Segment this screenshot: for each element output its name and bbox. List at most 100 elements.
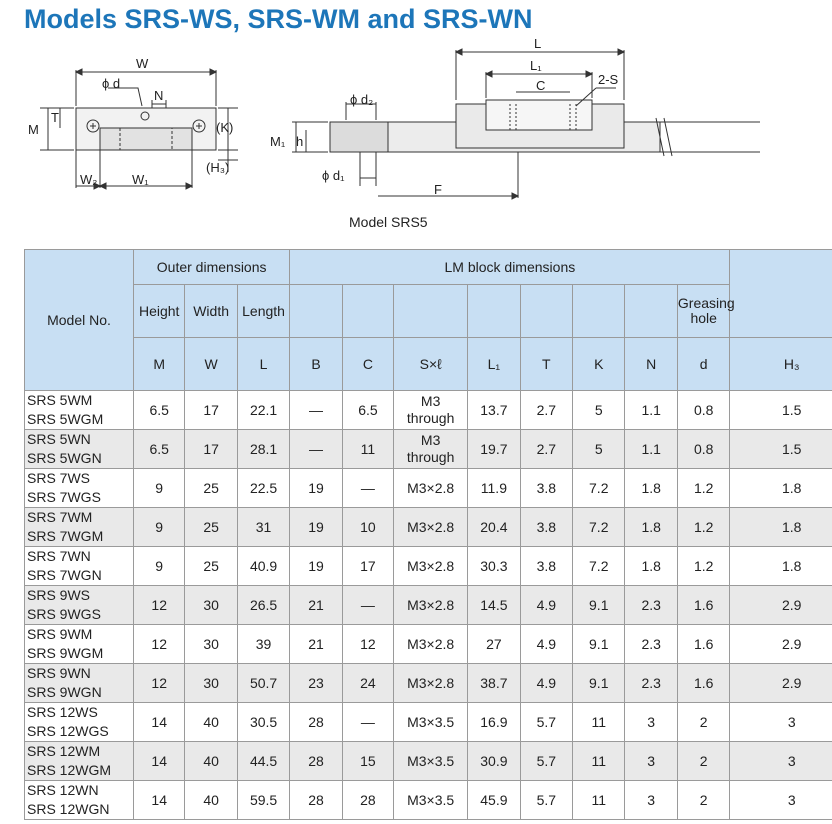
value-cell: 21	[289, 585, 343, 625]
header-blank	[572, 284, 626, 338]
label-phi-d1: ϕ d₁	[322, 168, 345, 183]
value-cell: 50.7	[236, 663, 291, 703]
sym-M: M	[132, 337, 186, 391]
model-name-alt: SRS 12WGM	[27, 762, 112, 778]
value-cell: 1.2	[676, 546, 731, 586]
value-cell: 3	[729, 702, 832, 742]
value-cell: 44.5	[236, 741, 291, 781]
value-cell: 2.7	[519, 429, 574, 469]
label-T: T	[51, 110, 59, 125]
header-outer-dimensions: Outer dimensions	[132, 249, 291, 285]
diagram-caption: Model SRS5	[349, 214, 428, 230]
header-blank	[519, 284, 574, 338]
model-name-alt: SRS 9WGS	[27, 606, 101, 622]
value-cell: 30	[184, 585, 238, 625]
value-cell: 30.5	[236, 702, 291, 742]
value-cell: 1.8	[729, 507, 832, 547]
model-name: SRS 5WN	[27, 431, 91, 447]
value-cell: M3×2.8	[393, 663, 469, 703]
value-cell: 19	[289, 546, 343, 586]
model-name: SRS 9WN	[27, 665, 91, 681]
value-cell: 25	[184, 507, 238, 547]
sym-C: C	[341, 337, 395, 391]
header-blank	[393, 284, 469, 338]
value-cell: —	[289, 390, 343, 430]
value-cell: 30	[184, 663, 238, 703]
sym-d: d	[676, 337, 731, 391]
header-blank	[467, 284, 521, 338]
value-cell: 3	[624, 741, 678, 781]
value-cell: 1.2	[676, 507, 731, 547]
value-cell: 0.8	[676, 429, 731, 469]
value-cell: 2.3	[624, 624, 678, 664]
model-cell: SRS 12WN SRS 12WGN	[24, 780, 134, 820]
value-cell: 27	[467, 624, 521, 664]
value-cell: 38.7	[467, 663, 521, 703]
value-cell: 2.9	[729, 585, 832, 625]
label-phi-d2: ϕ d₂	[350, 92, 373, 107]
value-cell: 5	[572, 429, 626, 469]
value-cell: —	[289, 429, 343, 469]
sym-B: B	[289, 337, 343, 391]
value-cell: 13.7	[467, 390, 521, 430]
value-cell: 6.5	[341, 390, 395, 430]
value-cell: 19	[289, 507, 343, 547]
value-cell: 1.6	[676, 585, 731, 625]
value-cell: 45.9	[467, 780, 521, 820]
header-width: Width	[184, 284, 238, 338]
value-cell: 1.2	[676, 468, 731, 508]
model-name-alt: SRS 9WGN	[27, 684, 102, 700]
model-name: SRS 9WM	[27, 626, 93, 642]
value-cell: 30.9	[467, 741, 521, 781]
value-cell: 2.9	[729, 624, 832, 664]
value-cell: 40	[184, 780, 238, 820]
value-cell: 28	[341, 780, 395, 820]
value-cell: 1.8	[624, 507, 678, 547]
label-H3: (H₃)	[206, 160, 229, 175]
dimension-diagram: W ϕ d N M T (K) (H₃) W₂ W₁ L L₁ C 2-S ϕ …	[28, 36, 760, 200]
value-cell: 3	[624, 780, 678, 820]
value-cell: 9	[132, 468, 186, 508]
model-name: SRS 7WN	[27, 548, 91, 564]
value-cell: 20.4	[467, 507, 521, 547]
sym-T: T	[519, 337, 574, 391]
model-name: SRS 12WN	[27, 782, 99, 798]
value-cell: M3×2.8	[393, 585, 469, 625]
value-cell: M3×2.8	[393, 468, 469, 508]
header-blank	[341, 284, 395, 338]
value-cell: 4.9	[519, 585, 574, 625]
value-cell: 3.8	[519, 468, 574, 508]
value-cell: 5.7	[519, 741, 574, 781]
value-cell: 30.3	[467, 546, 521, 586]
value-cell: 1.6	[676, 663, 731, 703]
value-cell: 1.8	[624, 546, 678, 586]
value-cell: 4.9	[519, 663, 574, 703]
header-model-no: Model No.	[24, 249, 134, 391]
value-cell: 11.9	[467, 468, 521, 508]
value-cell: 2	[676, 702, 731, 742]
model-name: SRS 7WM	[27, 509, 93, 525]
model-name-alt: SRS 12WGN	[27, 801, 110, 817]
screw-right	[192, 119, 206, 133]
value-cell: 11	[572, 741, 626, 781]
value-cell: —	[341, 468, 395, 508]
model-name: SRS 5WM	[27, 392, 93, 408]
value-cell: 7.2	[572, 468, 626, 508]
value-cell: 14	[132, 741, 186, 781]
value-cell: 28	[289, 780, 343, 820]
label-W1: W₁	[132, 172, 149, 187]
page-title: Models SRS-WS, SRS-WM and SRS-WN	[24, 4, 533, 34]
value-cell: 26.5	[236, 585, 291, 625]
value-cell: 4.9	[519, 624, 574, 664]
